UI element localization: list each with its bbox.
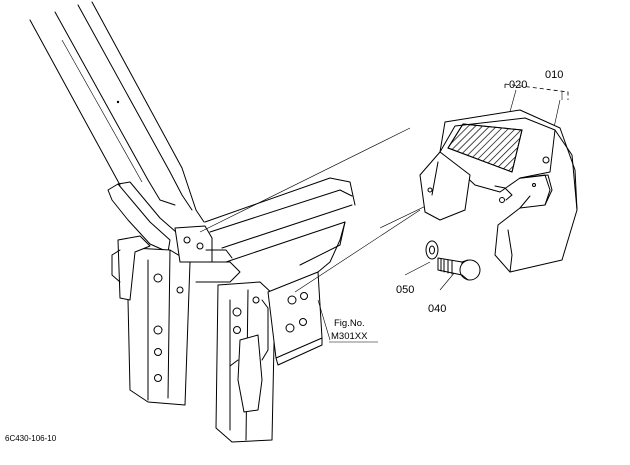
figure-code: 6C430-106-10 xyxy=(5,434,57,443)
callout-040: 040 xyxy=(428,303,446,315)
fig-ref-line1: Fig.No. xyxy=(334,318,365,329)
cover-assembly xyxy=(419,109,578,273)
leader-lines xyxy=(199,83,569,341)
callout-020: 020 xyxy=(509,79,527,91)
washer-050 xyxy=(425,240,439,260)
loader-frame xyxy=(29,1,356,443)
bolt-040 xyxy=(437,257,481,281)
callout-010: 010 xyxy=(545,69,563,81)
fig-ref-line2: M301XX xyxy=(331,331,368,342)
callout-050: 050 xyxy=(396,284,414,296)
